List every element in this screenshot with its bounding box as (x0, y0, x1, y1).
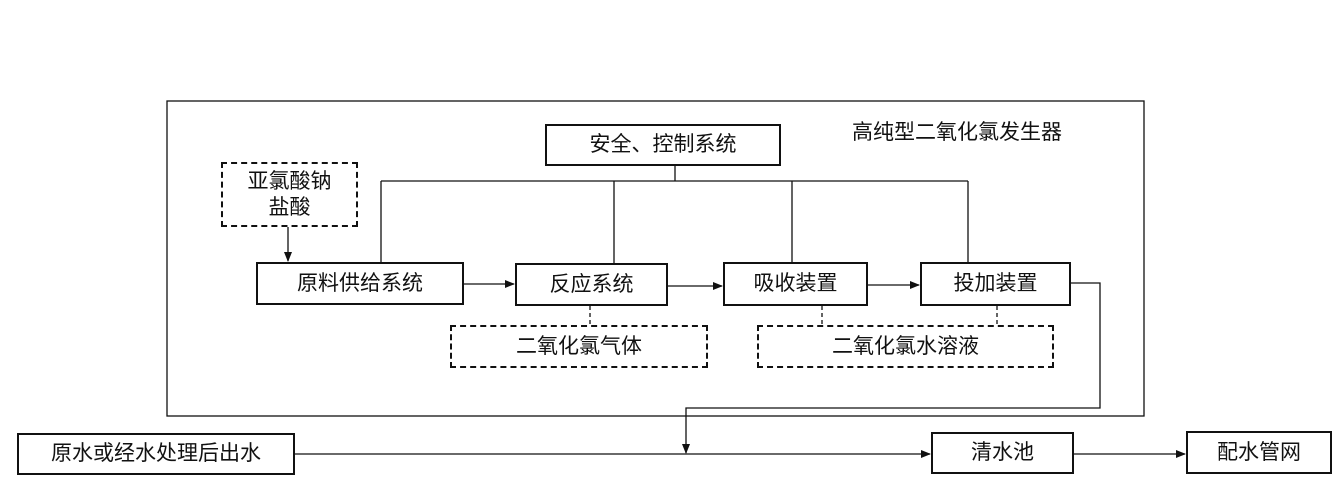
chlorine-dioxide-solution-label: 二氧化氯水溶液 (832, 333, 979, 358)
distribution-network-label: 配水管网 (1217, 439, 1301, 464)
feed-system-box: 原料供给系统 (256, 262, 464, 305)
raw-water-label: 原水或经水处理后出水 (51, 441, 261, 466)
clear-water-tank-box: 清水池 (931, 432, 1074, 474)
raw-material-hydrochloric-acid: 盐酸 (268, 194, 311, 219)
chlorine-dioxide-gas-label: 二氧化氯气体 (516, 333, 642, 358)
dosing-outlet-line (682, 282, 1101, 454)
raw-materials-box: 亚氯酸钠 盐酸 (221, 162, 358, 227)
reaction-system-label: 反应系统 (549, 271, 634, 296)
distribution-network-box: 配水管网 (1186, 431, 1332, 474)
absorption-unit-label: 吸收装置 (753, 271, 838, 296)
raw-water-box: 原水或经水处理后出水 (17, 433, 295, 475)
chlorine-dioxide-gas-box: 二氧化氯气体 (450, 325, 708, 368)
clear-water-tank-label: 清水池 (971, 440, 1034, 465)
feed-system-label: 原料供给系统 (297, 270, 423, 295)
raw-material-sodium-chlorite: 亚氯酸钠 (247, 169, 332, 194)
dosing-unit-label: 投加装置 (953, 271, 1038, 296)
generator-title: 高纯型二氧化氯发生器 (852, 120, 1062, 144)
absorption-unit-box: 吸收装置 (723, 262, 868, 306)
generator-enclosure (166, 100, 1145, 417)
reaction-system-box: 反应系统 (515, 263, 668, 306)
chlorine-dioxide-solution-box: 二氧化氯水溶液 (757, 325, 1054, 368)
safety-control-system-box: 安全、控制系统 (545, 124, 781, 166)
safety-control-system-label: 安全、控制系统 (589, 132, 737, 157)
dosing-unit-box: 投加装置 (920, 262, 1071, 306)
